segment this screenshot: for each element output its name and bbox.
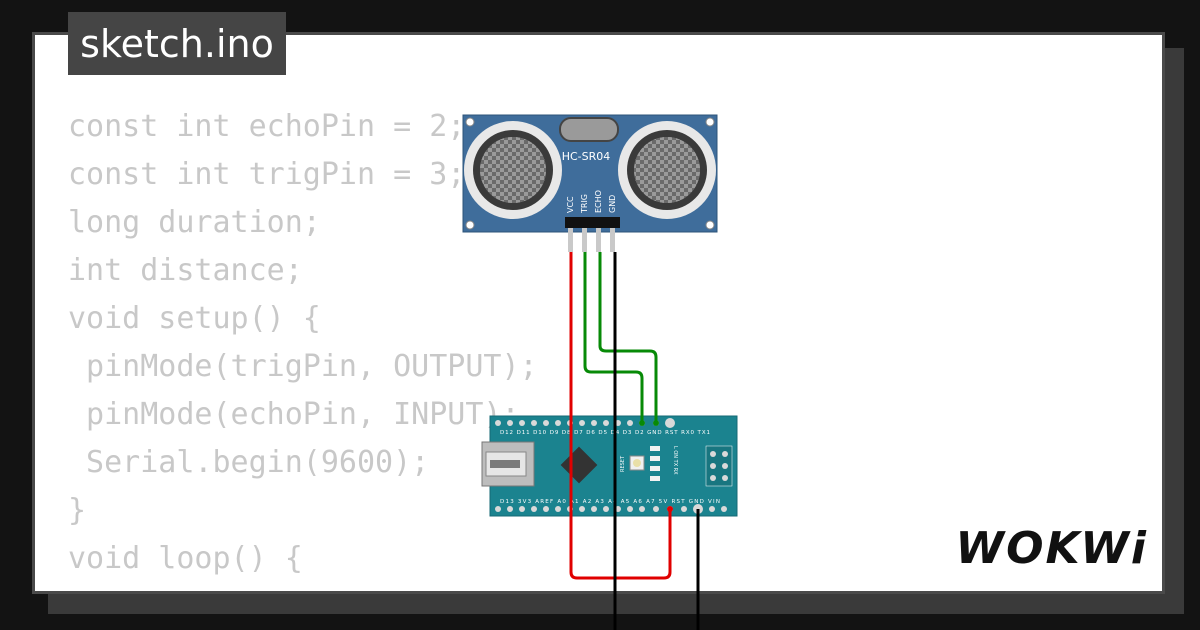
led-rx — [650, 476, 660, 481]
mount-hole — [465, 117, 475, 127]
led-l — [650, 446, 660, 451]
pin-vcc[interactable] — [568, 228, 573, 252]
pin-label-echo: ECHO — [594, 190, 603, 213]
ultrasonic-sensor[interactable]: HC-SR04 VCC TRIG ECHO GND — [462, 114, 718, 252]
wire-endpoint — [653, 420, 659, 426]
icsp-pins — [710, 451, 728, 481]
code-line: pinMode(trigPin, OUTPUT); — [68, 349, 538, 384]
usb-connector — [481, 441, 535, 487]
wire-endpoint — [639, 420, 645, 426]
pin-header — [565, 217, 620, 228]
code-line: void loop() { — [68, 541, 303, 576]
crystal — [559, 117, 619, 142]
top-pin-labels: D12 D11 D10 D9 D8 D7 D6 D5 D4 D3 D2 GND … — [500, 430, 710, 436]
wire-vcc-5v[interactable] — [569, 252, 672, 580]
code-line: const int echoPin = 2; — [68, 109, 466, 144]
pin-gnd[interactable] — [610, 228, 615, 252]
wokwi-logo: WOKWi — [955, 523, 1148, 574]
code-line: digitalWrite(trigPin, LOW); — [68, 583, 574, 591]
reset-button-cap — [633, 459, 641, 467]
transducer-left — [464, 121, 562, 219]
mount-hole — [705, 220, 715, 230]
pin-label-gnd: GND — [608, 195, 617, 213]
code-line: const int trigPin = 3; — [68, 157, 466, 192]
wires — [569, 252, 700, 630]
code-preview: const int echoPin = 2; const int trigPin … — [68, 103, 574, 591]
code-line: pinMode(echoPin, INPUT); — [68, 397, 520, 432]
code-line: long duration; — [68, 205, 321, 240]
transducer-right — [618, 121, 716, 219]
led-tx — [650, 466, 660, 471]
wire-echo-d2[interactable] — [598, 252, 658, 423]
code-line: Serial.begin(9600); — [68, 445, 430, 480]
pin-label-vcc: VCC — [566, 196, 575, 213]
code-line: void setup() { — [68, 301, 321, 336]
sensor-model-label: HC-SR04 — [562, 150, 611, 163]
icsp-header — [705, 445, 733, 487]
pin-trig[interactable] — [582, 228, 587, 252]
code-line: } — [68, 493, 87, 528]
wire-endpoint — [667, 506, 673, 512]
arduino-nano[interactable]: D12 D11 D10 D9 D8 D7 D6 D5 D4 D3 D2 GND … — [481, 415, 738, 517]
led-on — [650, 456, 660, 461]
code-line: int distance; — [68, 253, 303, 288]
reset-label: RESET — [620, 455, 626, 472]
mount-hole — [705, 117, 715, 127]
pin-label-trig: TRIG — [580, 194, 589, 214]
bottom-pin-labels: D13 3V3 AREF A0 A1 A2 A3 A4 A5 A6 A7 5V … — [500, 499, 720, 505]
mount-hole — [465, 220, 475, 230]
file-name-tab[interactable]: sketch.ino — [68, 12, 286, 75]
led-labels: L ON TX RX — [672, 446, 678, 475]
pin-echo[interactable] — [596, 228, 601, 252]
